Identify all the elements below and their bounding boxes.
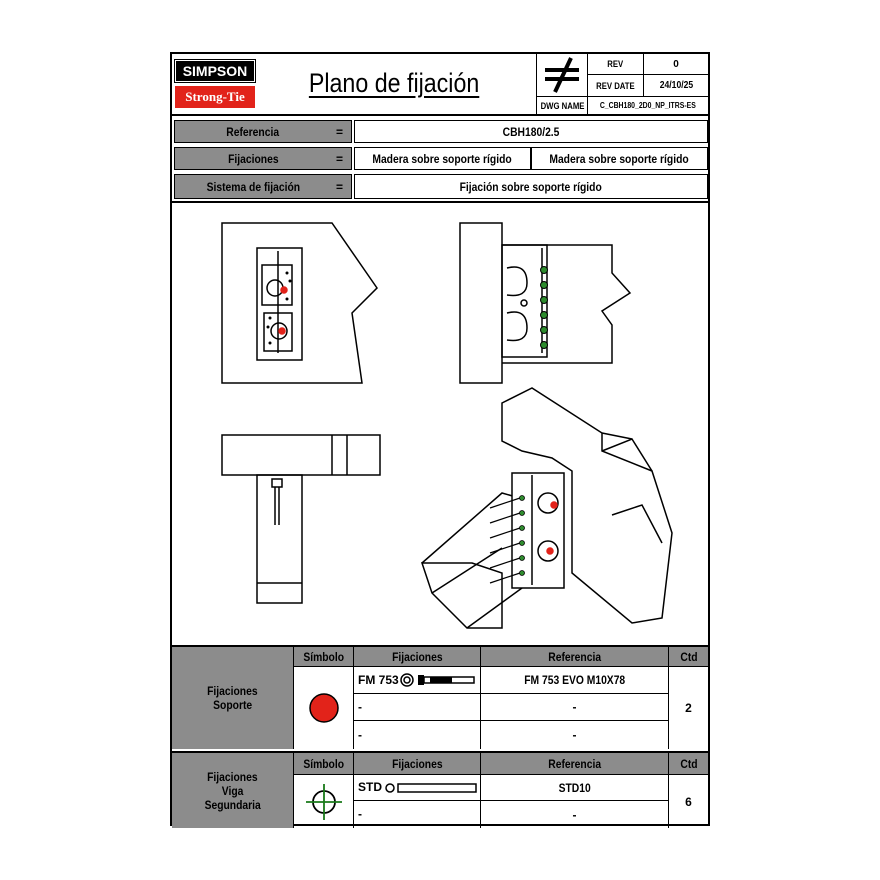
beam-row-2-fijacion: - [354,801,481,828]
support-row-1-fijacion: FM 753 [354,667,481,694]
equals-sign: = [335,180,343,194]
sistema-value: Fijación sobre soporte rígido [354,174,708,199]
info-section: Referencia = CBH180/2.5 Fijaciones = Mad… [172,118,708,201]
isometric-view [420,387,673,629]
beam-fasteners-table: Fijaciones Viga Segundaria Símbolo Fijac… [172,751,708,828]
col-referencia: Referencia [481,753,669,775]
dwg-name-value: C_CBH180_2D0_NP_ITRS-ES [588,96,708,114]
red-circle-icon [308,693,339,723]
side-view [459,222,632,384]
anchor-bolt-icon [400,673,475,687]
rev-label: REV [588,54,644,75]
dowel-icon [385,783,477,793]
equals-sign: = [335,125,343,139]
title-block: SIMPSON Strong-Tie Plano de fijación DWG… [172,54,708,116]
front-view [221,222,378,384]
green-crosshair-icon [305,783,342,820]
support-fasteners-table: Fijaciones Soporte Símbolo Fijaciones Re… [172,647,708,749]
equals-sign: = [335,152,343,166]
beam-row-1-referencia: STD10 [481,775,669,801]
simpson-logo: SIMPSON Strong-Tie [174,59,256,110]
beam-group-label: Fijaciones Viga Segundaria [172,753,294,828]
fijaciones-value-1: Madera sobre soporte rígido [354,147,531,170]
support-row-3-fijacion: - [354,721,481,749]
col-simbolo: Símbolo [294,647,354,667]
sistema-label: Sistema de fijación = [174,174,352,199]
beam-row-2-referencia: - [481,801,669,828]
beam-ctd-value: 6 [685,794,692,809]
page-title: Plano de fijación [309,67,480,98]
dwg-name-label: DWG NAME [536,96,588,114]
support-row-1-referencia: FM 753 EVO M10X78 [481,667,669,694]
drawing-area [172,201,708,647]
col-simbolo: Símbolo [294,753,354,775]
support-row-2-referencia: - [481,694,669,721]
not-equal-icon [545,57,579,93]
logo-strongtie-text: Strong-Tie [175,86,255,108]
rev-date-label: REV DATE [588,75,644,96]
title-area: Plano de fijación [272,54,517,112]
referencia-label: Referencia = [174,120,352,143]
support-group-label: Fijaciones Soporte [172,647,294,749]
rev-value: 0 [644,54,708,75]
col-fijaciones: Fijaciones [354,647,481,667]
symbol-box [536,54,588,96]
technical-drawing [221,222,673,629]
col-fijaciones: Fijaciones [354,753,481,775]
symbol-cell [294,667,354,749]
support-row-2-fijacion: - [354,694,481,721]
symbol-cell [294,775,354,828]
col-referencia: Referencia [481,647,669,667]
top-view [221,434,381,604]
col-ctd: Ctd [669,647,708,667]
beam-row-1-fijacion: STD [354,775,481,801]
referencia-value: CBH180/2.5 [354,120,708,143]
fijaciones-value-2: Madera sobre soporte rígido [531,147,708,170]
support-ctd-value: 2 [685,701,692,715]
col-ctd: Ctd [669,753,708,775]
drawing-sheet: SIMPSON Strong-Tie Plano de fijación DWG… [170,52,710,828]
support-row-3-referencia: - [481,721,669,749]
logo-simpson-text: SIMPSON [174,59,256,83]
fijaciones-label: Fijaciones = [174,147,352,170]
rev-date-value: 24/10/25 [659,80,693,91]
